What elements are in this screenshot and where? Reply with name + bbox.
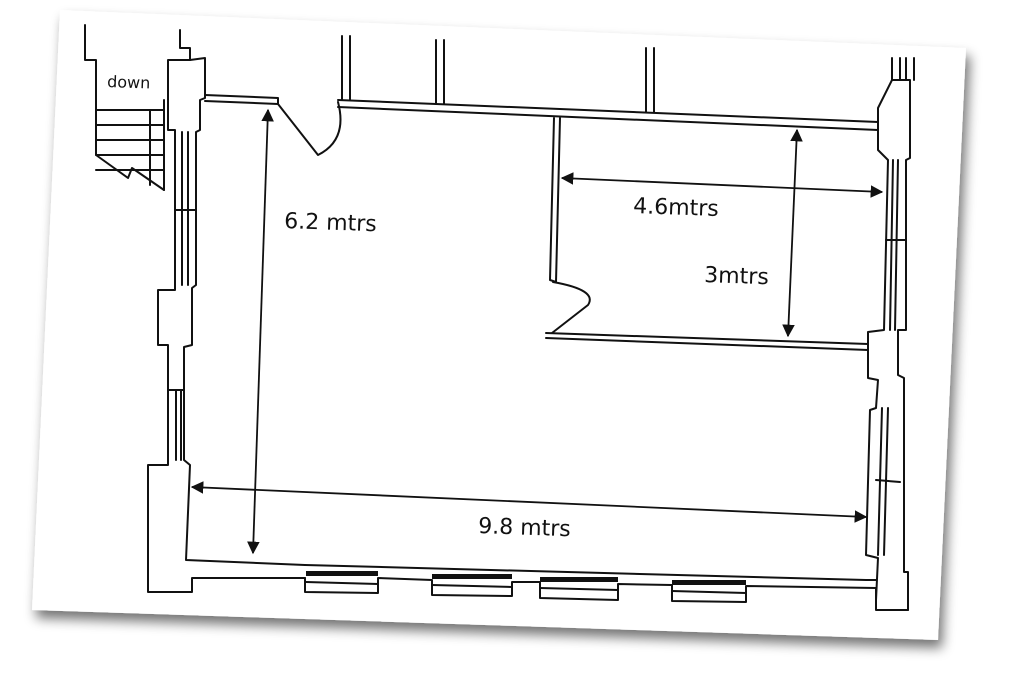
paper-sheet (32, 10, 966, 640)
plan-lines (84, 24, 915, 611)
dim-arrow-main-height (247, 108, 274, 555)
office-left-wall (549, 117, 561, 283)
dim-arrow-office-width (560, 172, 884, 198)
dimension-lines (190, 108, 884, 555)
office-door-swing (551, 281, 591, 334)
main-room-width-label: 9.8 mtrs (478, 514, 571, 542)
bottom-outer-wall (304, 577, 909, 611)
dim-arrow-main-width (190, 481, 868, 523)
left-outer-wall (147, 29, 306, 593)
main-room-height-label: 6.2 mtrs (284, 209, 377, 237)
office-width-label: 4.6mtrs (633, 194, 719, 222)
top-wall-left-segment (204, 94, 279, 105)
main-door-swing (277, 101, 342, 156)
right-inner-wall (865, 79, 893, 601)
dim-arrow-office-height (782, 128, 803, 338)
office-height-label: 3mtrs (704, 263, 769, 290)
left-windows (167, 131, 197, 461)
stairwell (84, 24, 165, 191)
right-windows (875, 57, 915, 556)
corridor-walls (341, 35, 655, 113)
stair-label: down (107, 72, 151, 92)
left-inner-wall (183, 57, 306, 566)
bottom-inner-wall (304, 564, 877, 581)
bottom-windows (305, 571, 747, 594)
